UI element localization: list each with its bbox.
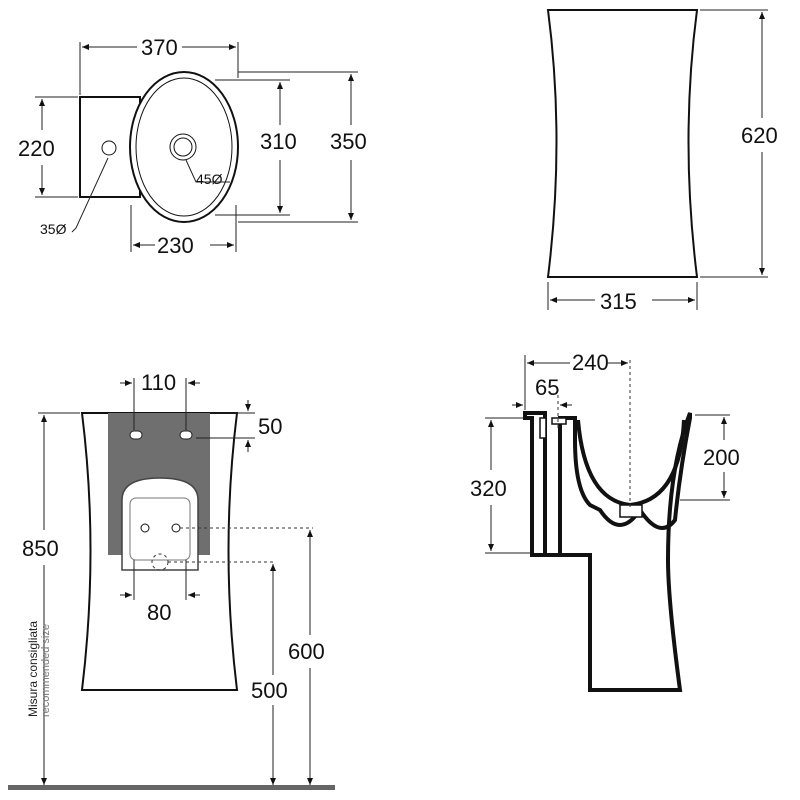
dim-315: 315 bbox=[600, 289, 637, 314]
drain-diameter-label: 45Ø bbox=[196, 171, 223, 187]
dim-50: 50 bbox=[258, 414, 282, 439]
side-outline-view: 620 315 bbox=[546, 9, 778, 314]
dim-65: 65 bbox=[535, 375, 559, 400]
dim-220: 220 bbox=[18, 136, 55, 161]
bowl-section bbox=[576, 419, 686, 508]
dim-240: 240 bbox=[572, 350, 609, 375]
fixing-hole-right bbox=[179, 430, 193, 440]
bidet-side-outline bbox=[546, 9, 699, 278]
dim-80: 80 bbox=[147, 600, 171, 625]
bidet-bowl-plan bbox=[129, 71, 239, 223]
dim-110: 110 bbox=[141, 370, 176, 395]
top-view: 370 220 310 350 230 45Ø 35Ø bbox=[18, 35, 367, 258]
tap-hole-diameter-label: 35Ø bbox=[40, 221, 67, 237]
dim-850: 850 bbox=[22, 536, 59, 561]
tap-hole bbox=[101, 140, 117, 156]
drain-hole bbox=[169, 133, 197, 161]
dim-350: 350 bbox=[330, 129, 367, 154]
dim-230: 230 bbox=[157, 233, 194, 258]
bidet-section-outline bbox=[523, 411, 692, 692]
note-misura-consigliata: Misura consigliata bbox=[26, 621, 40, 717]
dim-620: 620 bbox=[741, 123, 778, 148]
front-view: 110 50 850 80 600 500 Misura consigliata… bbox=[8, 370, 335, 790]
dim-600: 600 bbox=[288, 639, 325, 664]
dim-200: 200 bbox=[703, 445, 740, 470]
dim-370: 370 bbox=[141, 35, 178, 60]
water-inlet-left bbox=[140, 523, 150, 533]
note-recommended-size: recommended size bbox=[40, 624, 52, 717]
bidet-back-plan bbox=[79, 96, 141, 198]
dim-500: 500 bbox=[251, 678, 288, 703]
floor-line bbox=[8, 785, 335, 790]
section-view: 240 65 320 200 bbox=[470, 350, 740, 692]
dim-310: 310 bbox=[260, 129, 297, 154]
fixing-hole-left bbox=[129, 430, 143, 440]
dim-320: 320 bbox=[470, 476, 507, 501]
